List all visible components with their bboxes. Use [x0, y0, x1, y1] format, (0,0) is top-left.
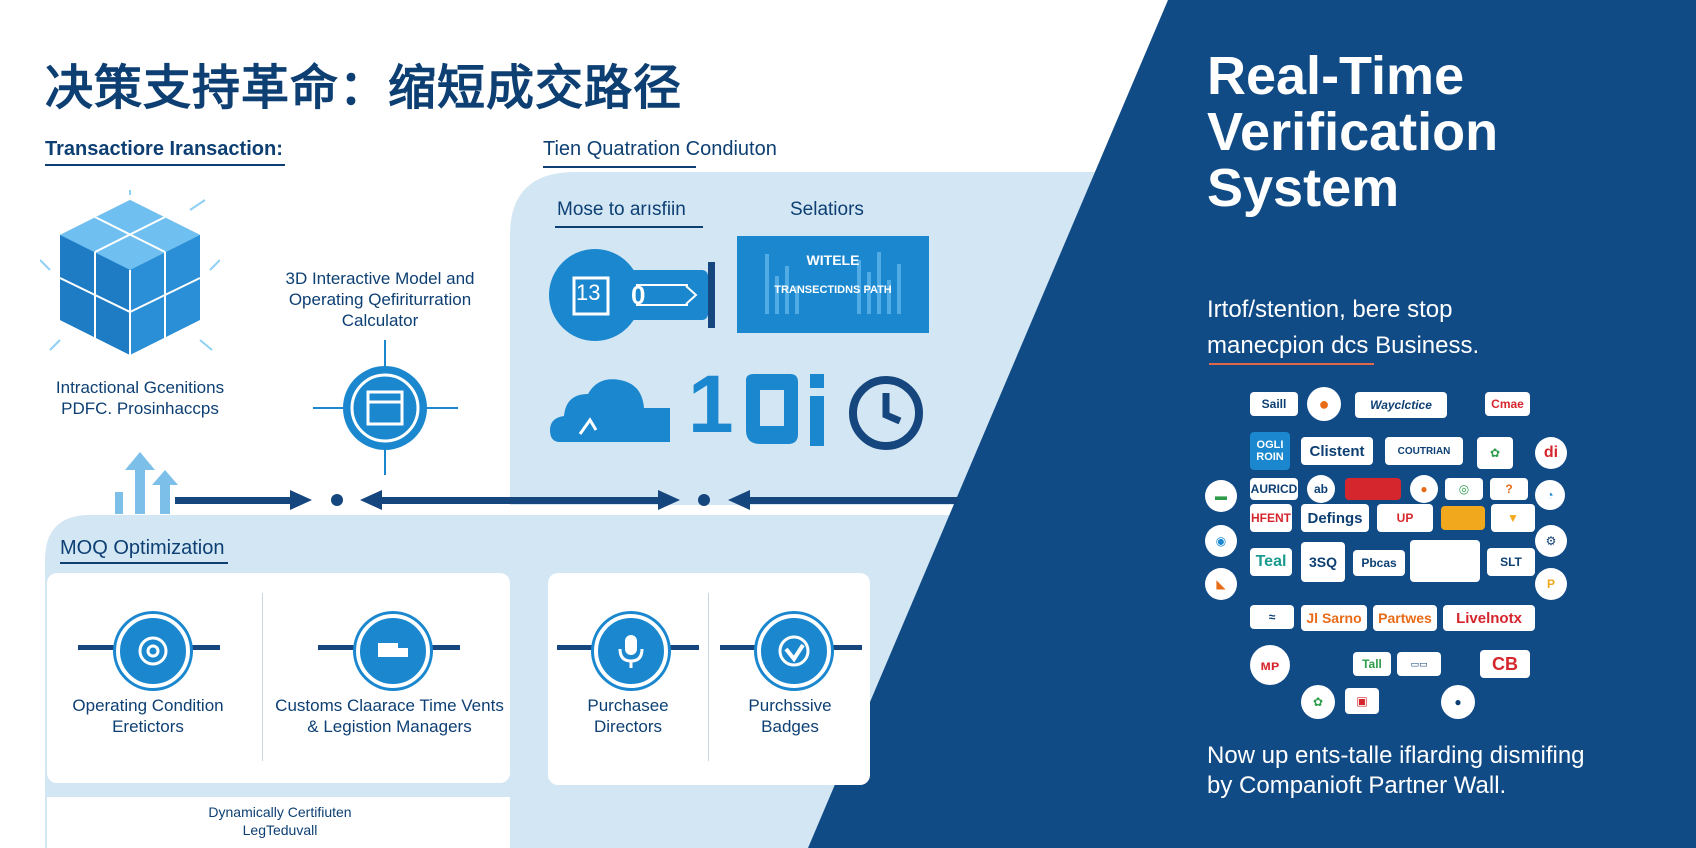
- calculator-icon: [313, 340, 458, 475]
- key-number: 0: [631, 280, 646, 310]
- moq-section-label: MOQ Optimization: [60, 537, 225, 559]
- partner-logo: di: [1535, 437, 1567, 469]
- quotation-subhead-underline: [555, 226, 703, 228]
- partner-logo: ▬: [1205, 480, 1237, 512]
- transaction-path-subtitle: TRANSECTIDNS PATH: [774, 284, 892, 296]
- partner-logo: Tall: [1353, 652, 1391, 676]
- transaction-section-label: Transactiore Iransaction:: [45, 138, 283, 160]
- moq-card-right: [548, 573, 870, 785]
- partner-logo: ✿: [1301, 685, 1335, 719]
- moq-card-label-1: Operating Condition Eretictors: [72, 696, 224, 736]
- cube-model-icon: [40, 190, 220, 355]
- subtitle-underline: [1209, 363, 1374, 365]
- moq-card-label-2: Customs Claarace Time Vents & Legistion …: [275, 696, 504, 736]
- generation-label: Intractional Gcenitions PDFC. Prosinhacc…: [55, 378, 225, 418]
- partner-logo: ●: [1410, 475, 1438, 503]
- big-digit: 1: [688, 359, 734, 450]
- partner-logo: ●: [1307, 387, 1341, 421]
- partner-logo: P: [1535, 568, 1567, 600]
- partner-logo: [1345, 478, 1401, 500]
- verification-subtitle-1: Irtof/stention, bere stop: [1207, 296, 1453, 323]
- moq-card-left: [47, 573, 510, 783]
- bottom-card: [47, 797, 510, 848]
- partner-logo: UP: [1377, 504, 1433, 532]
- partner-logo: Defings: [1301, 504, 1369, 532]
- partner-logo: COUTRIAN: [1385, 437, 1463, 465]
- partner-logo: ◔: [1535, 480, 1565, 510]
- partner-logo: AURICD: [1250, 478, 1298, 500]
- target-icon: [116, 614, 190, 688]
- transaction-underline: [45, 164, 285, 166]
- partner-logo: ᴍᴘ: [1250, 645, 1290, 685]
- quotation-subhead-left: Mose to arısfiin: [557, 199, 686, 220]
- verification-subtitle-2: manecpion dcs Business.: [1207, 332, 1480, 359]
- partner-logo: Teal: [1250, 548, 1292, 576]
- page-title: 决策支持革命：缩短成交路径: [45, 60, 683, 116]
- transaction-path-box: WITELE TRANSECTIDNS PATH: [737, 236, 929, 333]
- flow-arrows: [115, 452, 958, 514]
- cloud-icon: [550, 379, 670, 442]
- clock-icon: [849, 376, 923, 450]
- partner-wall-footer-2: by Companioft Partner Wall.: [1207, 772, 1507, 799]
- partner-logo: Cmae: [1485, 392, 1530, 416]
- quotation-underline: [543, 166, 696, 168]
- partner-logo: ab: [1307, 475, 1335, 503]
- bottom-label: Dynamically Certifiuten LegTeduvall: [208, 804, 352, 838]
- partner-logo: Clistent: [1301, 437, 1373, 465]
- partner-wall-footer-1: Now up ents-talle iflarding dismifing: [1207, 742, 1585, 769]
- partner-logo: ◉: [1205, 525, 1237, 557]
- chat-glyph-icon: [746, 374, 824, 446]
- transaction-path-title: WITELE: [806, 252, 860, 268]
- partner-logo: [1441, 506, 1485, 530]
- truck-icon: [356, 614, 430, 688]
- partner-logo: CB: [1480, 650, 1530, 678]
- verification-title: Real-Time Verification System: [1207, 46, 1499, 218]
- card-divider: [708, 593, 709, 761]
- moq-underline: [60, 562, 228, 564]
- partner-logo: Jl Sarno: [1301, 605, 1367, 631]
- partner-logo: HFENT: [1250, 504, 1292, 532]
- partner-logo-wall: Saill ● Wayclctice Cmae OGLI ROIN Cliste…: [1205, 380, 1585, 720]
- check-badge-icon: [757, 614, 831, 688]
- partner-logo: Pbcas: [1353, 550, 1405, 576]
- partner-logo: ?: [1490, 478, 1528, 500]
- partner-logo: ▼: [1491, 504, 1535, 532]
- partner-logo: ▣: [1345, 688, 1379, 714]
- card-divider: [262, 593, 263, 761]
- partner-logo: OGLI ROIN: [1250, 432, 1290, 470]
- partner-logo: Partwes: [1373, 605, 1437, 631]
- partner-logo: ◣: [1205, 568, 1237, 600]
- partner-logo: ▭▭: [1397, 652, 1441, 676]
- partner-logo: ●: [1441, 685, 1475, 719]
- right-panel-bg: [808, 0, 1696, 848]
- quotation-section-label: Tien Quatration Condiuton: [543, 138, 777, 160]
- partner-logo: ⚙: [1535, 525, 1567, 557]
- microphone-icon: [594, 614, 668, 688]
- partner-logo: ◎: [1445, 478, 1483, 500]
- moq-card-label-4: Purchssive Badges: [748, 696, 832, 736]
- partner-logo: [1410, 540, 1480, 582]
- key-badge-number: 13: [576, 280, 601, 305]
- key-tag-icon: [549, 249, 715, 341]
- quotation-subhead-right: Selatiors: [790, 199, 864, 220]
- partner-logo: SLT: [1487, 548, 1535, 576]
- partner-logo: Saill: [1250, 392, 1298, 416]
- bar-pattern: [765, 252, 901, 314]
- partner-logo: ≈: [1250, 605, 1294, 629]
- partner-logo: ✿: [1477, 437, 1513, 469]
- partner-logo: Wayclctice: [1355, 392, 1447, 418]
- partner-logo: 3SQ: [1301, 542, 1345, 582]
- model-calculator-label: 3D Interactive Model and Operating Qefir…: [285, 269, 475, 330]
- moq-card-label-3: Purchasee Directors: [587, 696, 669, 736]
- partner-logo: Livelnotx: [1443, 605, 1535, 631]
